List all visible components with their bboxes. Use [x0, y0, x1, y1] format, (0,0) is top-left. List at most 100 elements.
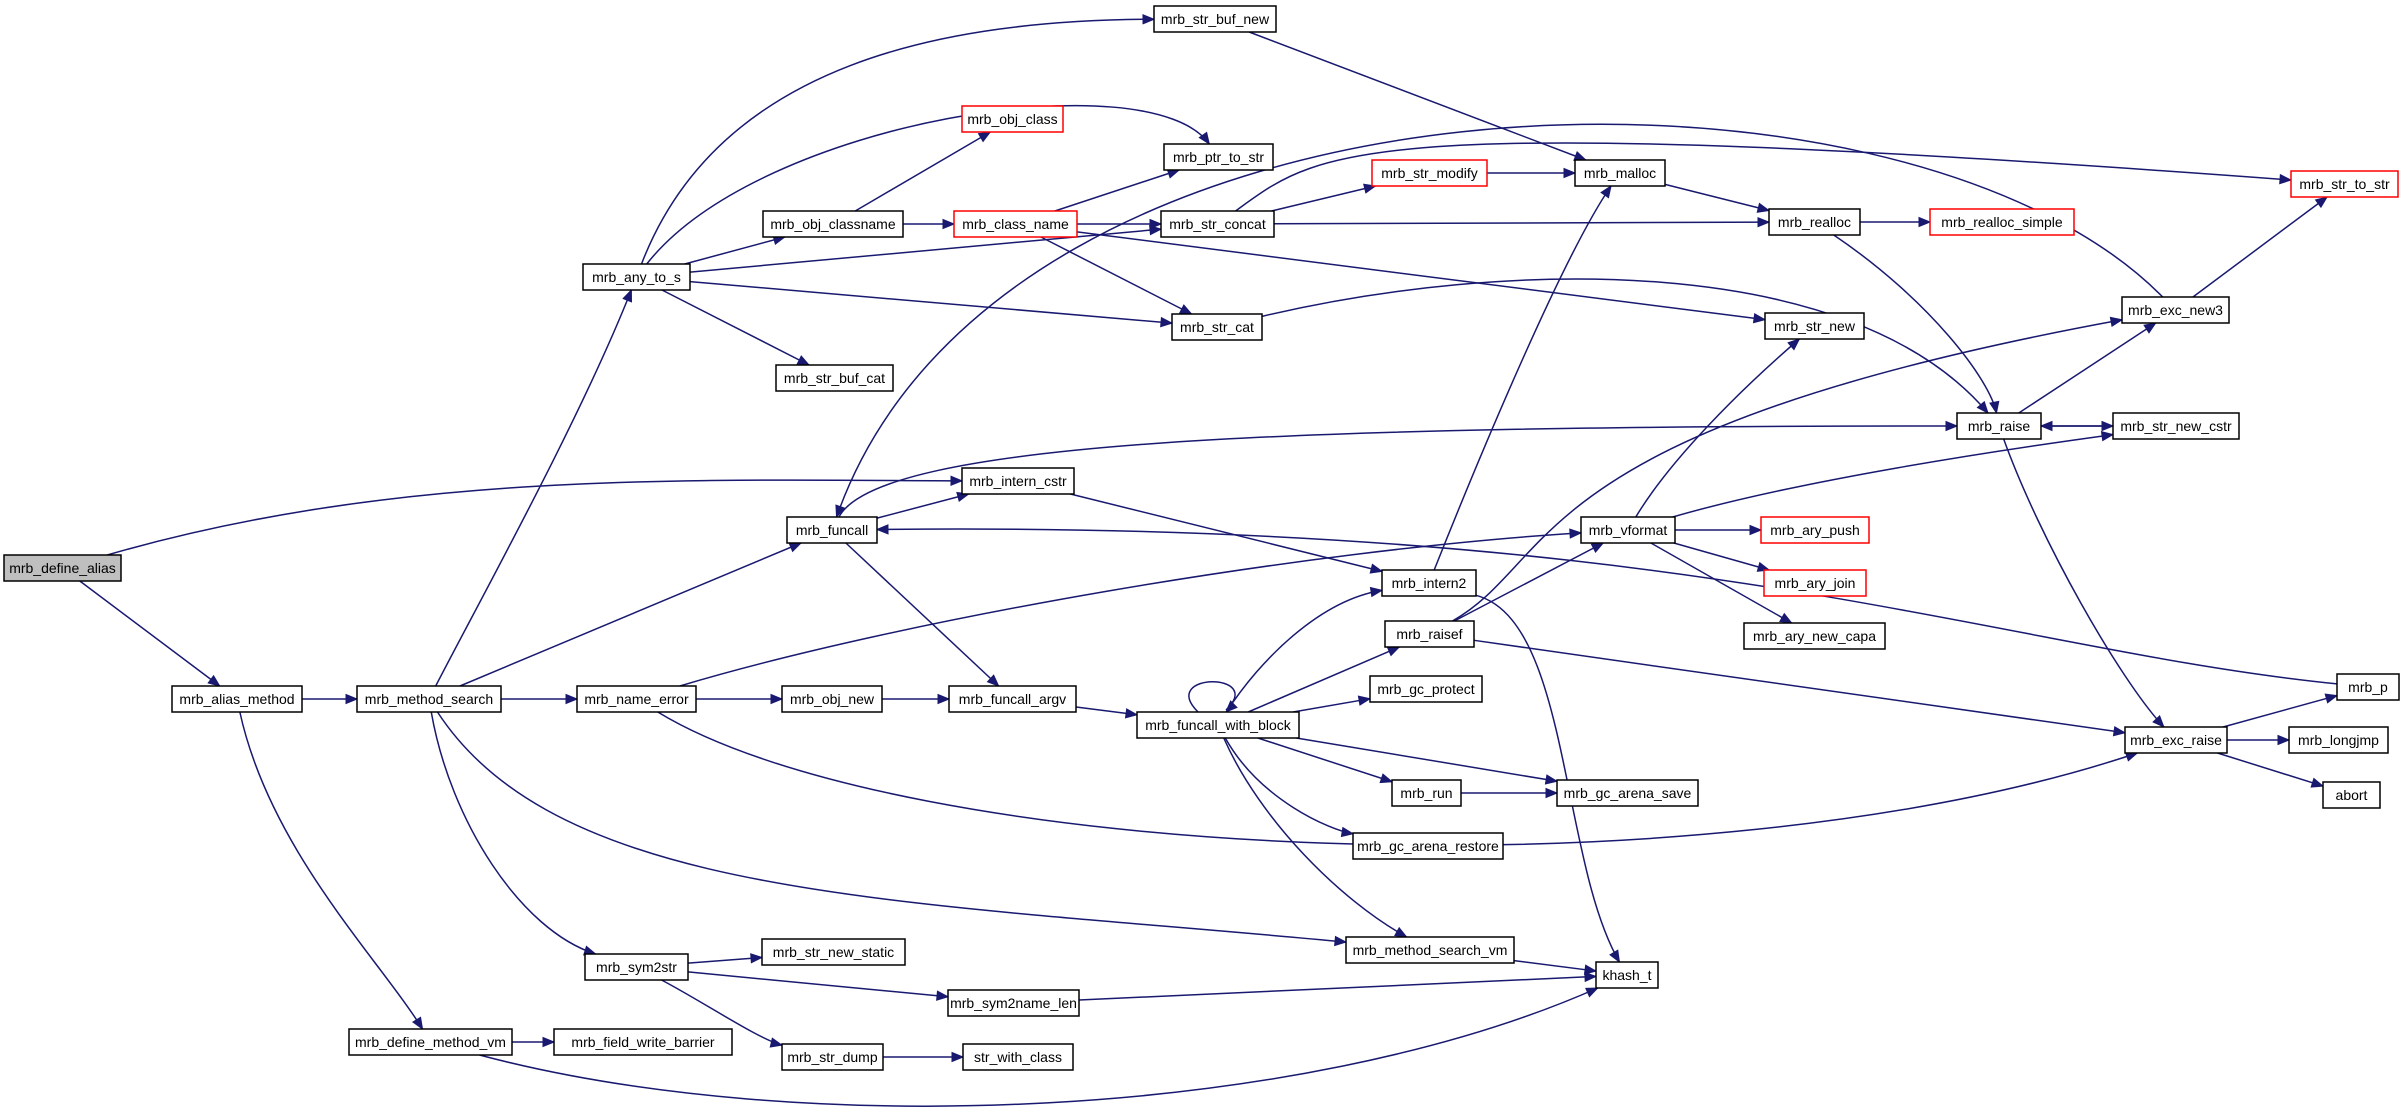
- edge-arrowhead: [750, 953, 764, 964]
- edge-mrb_method_search-to-mrb_method_search_vm: [436, 711, 1348, 947]
- edge-arrowhead: [936, 990, 950, 1001]
- node-mrb_str_concat[interactable]: mrb_str_concat: [1160, 210, 1275, 238]
- node-mrb_define_method_vm[interactable]: mrb_define_method_vm: [348, 1028, 513, 1056]
- node-mrb_vformat[interactable]: mrb_vformat: [1580, 516, 1676, 544]
- node-mrb_obj_class[interactable]: mrb_obj_class: [961, 105, 1064, 133]
- node-mrb_gc_protect[interactable]: mrb_gc_protect: [1369, 675, 1483, 703]
- node-mrb_class_name[interactable]: mrb_class_name: [953, 210, 1078, 238]
- edge-path: [845, 542, 1000, 687]
- node-label: mrb_str_buf_cat: [784, 370, 885, 386]
- edge-arrowhead: [1752, 313, 1767, 324]
- edge-mrb_any_to_s-to-mrb_ptr_to_str: [646, 104, 1211, 265]
- node-mrb_funcall_with_block[interactable]: mrb_funcall_with_block: [1136, 711, 1300, 739]
- node-mrb_funcall_argv[interactable]: mrb_funcall_argv: [948, 685, 1077, 713]
- edge-mrb_funcall_argv-to-mrb_funcall_with_block: [1075, 706, 1139, 719]
- edge-mrb_method_search_vm-to-khash_t: [1513, 959, 1598, 975]
- edge-arrowhead: [1585, 987, 1599, 998]
- node-label: mrb_intern2: [1392, 575, 1467, 591]
- node-mrb_obj_classname[interactable]: mrb_obj_classname: [762, 210, 904, 238]
- node-mrb_sym2name_len[interactable]: mrb_sym2name_len: [947, 989, 1080, 1017]
- node-mrb_raisef[interactable]: mrb_raisef: [1384, 620, 1475, 648]
- edge-arrowhead: [769, 1037, 784, 1048]
- node-mrb_str_new_cstr[interactable]: mrb_str_new_cstr: [2112, 412, 2240, 440]
- node-label: mrb_funcall: [796, 522, 868, 538]
- node-mrb_str_cat[interactable]: mrb_str_cat: [1171, 313, 1263, 341]
- node-box: [1153, 5, 1277, 33]
- node-mrb_realloc_simple[interactable]: mrb_realloc_simple: [1929, 208, 2075, 236]
- node-mrb_run[interactable]: mrb_run: [1391, 779, 1462, 807]
- edge-arrowhead: [1369, 586, 1384, 598]
- node-label: mrb_method_search: [365, 691, 493, 707]
- node-mrb_method_search_vm[interactable]: mrb_method_search_vm: [1345, 936, 1515, 964]
- node-mrb_raise[interactable]: mrb_raise: [1956, 412, 2042, 440]
- edge-mrb_exc_raise-to-mrb_p: [2222, 693, 2339, 728]
- node-box: [576, 685, 697, 713]
- edge-arrowhead: [1787, 338, 1801, 351]
- node-mrb_realloc[interactable]: mrb_realloc: [1768, 208, 1861, 236]
- node-abort[interactable]: abort: [2322, 781, 2381, 809]
- node-mrb_str_new[interactable]: mrb_str_new: [1764, 312, 1865, 340]
- node-box: [1556, 779, 1699, 807]
- edge-mrb_name_error-to-mrb_vformat: [679, 528, 1583, 687]
- node-mrb_exc_new3[interactable]: mrb_exc_new3: [2121, 296, 2230, 324]
- node-mrb_str_buf_new[interactable]: mrb_str_buf_new: [1153, 5, 1277, 33]
- node-label: mrb_funcall_argv: [959, 691, 1066, 707]
- edge-mrb_method_search-to-mrb_any_to_s: [435, 288, 633, 687]
- node-mrb_gc_arena_save[interactable]: mrb_gc_arena_save: [1556, 779, 1699, 807]
- edge-arrowhead: [1386, 646, 1401, 657]
- edge-arrowhead: [1544, 774, 1559, 785]
- node-mrb_str_buf_cat[interactable]: mrb_str_buf_cat: [775, 364, 894, 392]
- node-label: mrb_ptr_to_str: [1173, 149, 1264, 165]
- node-mrb_intern2[interactable]: mrb_intern2: [1381, 569, 1477, 597]
- node-mrb_ptr_to_str[interactable]: mrb_ptr_to_str: [1163, 143, 1274, 171]
- node-khash_t[interactable]: khash_t: [1595, 961, 1659, 989]
- node-label: mrb_alias_method: [179, 691, 294, 707]
- edge-arrowhead: [977, 131, 992, 143]
- edge-path: [1433, 185, 1612, 571]
- node-mrb_exc_raise[interactable]: mrb_exc_raise: [2124, 726, 2228, 754]
- node-box: [2336, 673, 2400, 701]
- node-mrb_p[interactable]: mrb_p: [2336, 673, 2400, 701]
- node-mrb_field_write_barrier[interactable]: mrb_field_write_barrier: [553, 1028, 733, 1056]
- edge-arrowhead: [937, 693, 951, 705]
- edge-arrowhead: [1749, 524, 1763, 536]
- node-mrb_alias_method[interactable]: mrb_alias_method: [171, 685, 303, 713]
- edge-mrb_method_search-to-mrb_sym2str: [430, 711, 597, 956]
- node-mrb_str_dump[interactable]: mrb_str_dump: [781, 1043, 884, 1071]
- node-mrb_gc_arena_restore[interactable]: mrb_gc_arena_restore: [1352, 832, 1504, 860]
- edge-path: [1235, 142, 2292, 212]
- edge-path: [835, 123, 2164, 518]
- edge-arrowhead: [1394, 926, 1408, 938]
- node-str_with_class[interactable]: str_with_class: [962, 1043, 1074, 1071]
- node-mrb_str_to_str[interactable]: mrb_str_to_str: [2290, 170, 2399, 198]
- node-mrb_malloc[interactable]: mrb_malloc: [1574, 159, 1666, 187]
- edge-path: [239, 711, 424, 1030]
- node-box: [762, 210, 904, 238]
- node-box: [584, 953, 689, 981]
- node-mrb_name_error[interactable]: mrb_name_error: [576, 685, 697, 713]
- edge-mrb_method_search-to-mrb_name_error: [501, 693, 579, 705]
- edge-path: [689, 228, 1162, 273]
- node-mrb_funcall[interactable]: mrb_funcall: [786, 516, 878, 544]
- node-mrb_longjmp[interactable]: mrb_longjmp: [2288, 726, 2389, 754]
- node-mrb_obj_new[interactable]: mrb_obj_new: [781, 685, 883, 713]
- node-mrb_method_search[interactable]: mrb_method_search: [356, 685, 502, 713]
- node-mrb_str_modify[interactable]: mrb_str_modify: [1371, 159, 1488, 187]
- edge-path: [435, 289, 633, 687]
- node-mrb_ary_join[interactable]: mrb_ary_join: [1763, 569, 1867, 597]
- node-mrb_any_to_s[interactable]: mrb_any_to_s: [582, 263, 691, 291]
- edge-arrowhead: [2324, 693, 2339, 704]
- node-mrb_ary_push[interactable]: mrb_ary_push: [1760, 516, 1870, 544]
- node-mrb_ary_new_capa[interactable]: mrb_ary_new_capa: [1743, 622, 1886, 650]
- node-box: [171, 685, 303, 713]
- node-label: mrb_sym2str: [596, 959, 677, 975]
- edge-path: [1650, 542, 1793, 624]
- node-mrb_sym2str[interactable]: mrb_sym2str: [584, 953, 689, 981]
- node-mrb_str_new_static[interactable]: mrb_str_new_static: [761, 938, 906, 966]
- node-mrb_intern_cstr[interactable]: mrb_intern_cstr: [961, 467, 1075, 495]
- node-mrb_define_alias[interactable]: mrb_define_alias: [3, 554, 122, 582]
- edge-path: [1224, 737, 1354, 835]
- edge-arrowhead: [986, 674, 1000, 687]
- edges-layer: [79, 14, 2339, 1107]
- edge-mrb_exc_new3-to-mrb_str_to_str: [2192, 196, 2329, 298]
